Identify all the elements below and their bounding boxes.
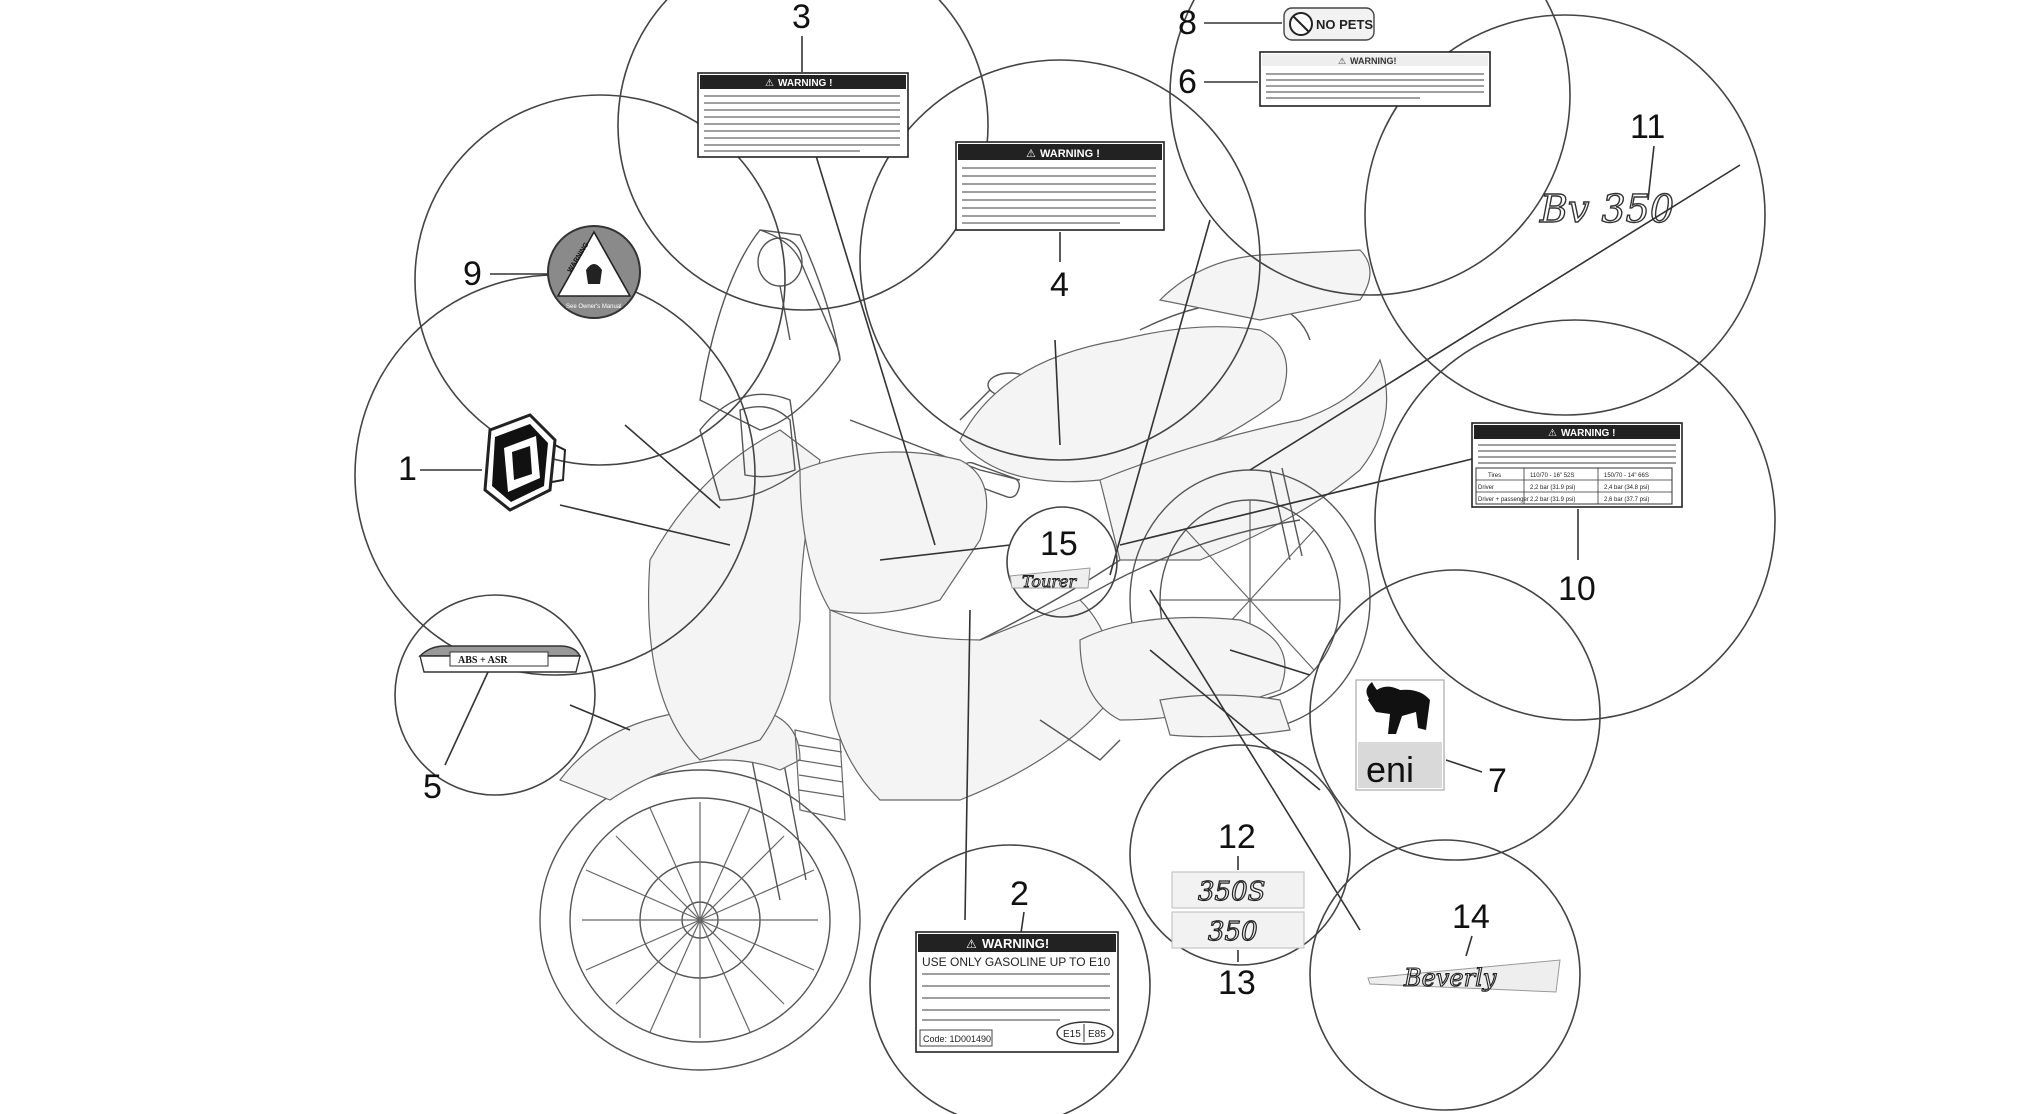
callout-number-10: 10 bbox=[1558, 570, 1596, 608]
callout-number-9: 9 bbox=[463, 255, 482, 293]
callout-number-14: 14 bbox=[1452, 898, 1490, 936]
rider-warning-triangle-icon: ⚠ bbox=[1026, 147, 1036, 160]
tyre-row-passenger-rear: 2,6 bar (37.7 psi) bbox=[1604, 497, 1649, 503]
callout-number-3: 3 bbox=[792, 0, 811, 36]
callout-number-1: 1 bbox=[398, 450, 417, 488]
callout-number-12: 12 bbox=[1218, 818, 1256, 856]
callout-number-8: 8 bbox=[1178, 4, 1197, 42]
leader-lines bbox=[559, 109, 1741, 931]
item-9-round-warning-badge: 9 WARNING See Owner's Manual bbox=[463, 225, 641, 319]
tyre-row-driver-front: 2,2 bar (31.9 psi) bbox=[1530, 485, 1575, 491]
item-14-beverly-emblem: 14 Beverly bbox=[1367, 898, 1561, 993]
item-7-eni-decal: eni 7 bbox=[1355, 679, 1507, 800]
accessory-warning-triangle-icon: ⚠ bbox=[1338, 57, 1346, 67]
eni-text: eni bbox=[1366, 749, 1414, 790]
fuel-code-text: Code: 1D001490 bbox=[923, 1034, 991, 1044]
callout-number-13: 13 bbox=[1218, 964, 1256, 1002]
tyre-row-passenger: Driver + passenger bbox=[1478, 497, 1529, 503]
item-5-abs-asr-badge: ABS + ASR 5 bbox=[418, 645, 582, 806]
item-12-350s-emblem: 12 350S bbox=[1171, 818, 1305, 909]
eni-dog-icon bbox=[1366, 682, 1430, 734]
item-8-no-pets-sticker: 8 NO PETS bbox=[1178, 4, 1375, 42]
item-6-accessory-warning-label: 6 ⚠ WARNING! bbox=[1178, 51, 1491, 107]
callout-number-4: 4 bbox=[1050, 266, 1069, 304]
callout-bubbles bbox=[354, 0, 1776, 1114]
tyre-front-size: 110/70 - 16" 52S bbox=[1530, 473, 1574, 479]
callout-number-15: 15 bbox=[1040, 525, 1078, 563]
battery-warning-header: WARNING ! bbox=[778, 78, 832, 89]
item-1-piaggio-badge: 1 bbox=[398, 413, 567, 512]
no-pets-text: NO PETS bbox=[1316, 17, 1373, 32]
callout-number-2: 2 bbox=[1010, 875, 1029, 913]
item-3-battery-warning-label: 3 ⚠ WARNING ! bbox=[697, 0, 909, 158]
battery-warning-triangle-icon: ⚠ bbox=[765, 78, 774, 89]
tyre-row-label: Tires bbox=[1488, 473, 1501, 479]
callout-number-7: 7 bbox=[1488, 762, 1507, 800]
scooter-outline bbox=[539, 229, 1388, 1071]
round-badge-manual-text: See Owner's Manual bbox=[566, 304, 622, 310]
callout-number-6: 6 bbox=[1178, 63, 1197, 101]
item-11-bv350-emblem: 11 Bv 350 bbox=[1538, 108, 1674, 232]
beverly-emblem-text: Beverly bbox=[1403, 964, 1497, 992]
tyre-row-passenger-front: 2,2 bar (31.9 psi) bbox=[1530, 497, 1575, 503]
item-4-rider-warning-label: ⚠ WARNING ! 4 bbox=[955, 141, 1165, 304]
fuel-e15-text: E15 bbox=[1063, 1029, 1081, 1040]
tourer-emblem-text: Tourer bbox=[1022, 572, 1077, 591]
tyre-row-driver-rear: 2,4 bar (34.8 psi) bbox=[1604, 485, 1649, 491]
no-pets-icon bbox=[1289, 12, 1313, 36]
tyre-warning-triangle-icon: ⚠ bbox=[1548, 428, 1557, 439]
tyre-row-driver: Driver bbox=[1478, 485, 1494, 491]
rider-warning-header: WARNING ! bbox=[1040, 148, 1100, 160]
accessory-warning-header: WARNING! bbox=[1350, 56, 1397, 66]
fuel-e85-text: E85 bbox=[1088, 1029, 1106, 1040]
item-2-fuel-warning-label: 2 ⚠ WARNING! USE ONLY GASOLINE UP TO E10… bbox=[915, 875, 1119, 1053]
piaggio-logo-icon bbox=[483, 413, 567, 512]
item-15-tourer-emblem: 15 Tourer bbox=[1009, 525, 1091, 591]
350-emblem-text: 350 bbox=[1208, 917, 1258, 947]
callout-number-11: 11 bbox=[1630, 108, 1665, 146]
callout-number-5: 5 bbox=[423, 768, 442, 806]
bv350-emblem-text: Bv 350 bbox=[1539, 187, 1674, 231]
item-13-350-emblem: 350 13 bbox=[1171, 911, 1305, 1002]
item-10-tyre-pressure-label: ⚠ WARNING ! Tires 110/70 - 16" 52S 150/7… bbox=[1471, 422, 1683, 608]
fuel-warning-header: WARNING! bbox=[982, 936, 1049, 951]
warning-triangle-icon bbox=[586, 264, 602, 284]
tyre-rear-size: 150/70 - 14" 66S bbox=[1604, 473, 1649, 479]
fuel-gasoline-text: USE ONLY GASOLINE UP TO E10 bbox=[922, 955, 1111, 969]
warning-triangle-icon: ⚠ bbox=[966, 937, 977, 951]
tyre-warning-header: WARNING ! bbox=[1561, 428, 1615, 439]
350s-emblem-text: 350S bbox=[1198, 877, 1265, 907]
abs-asr-text: ABS + ASR bbox=[458, 655, 508, 666]
